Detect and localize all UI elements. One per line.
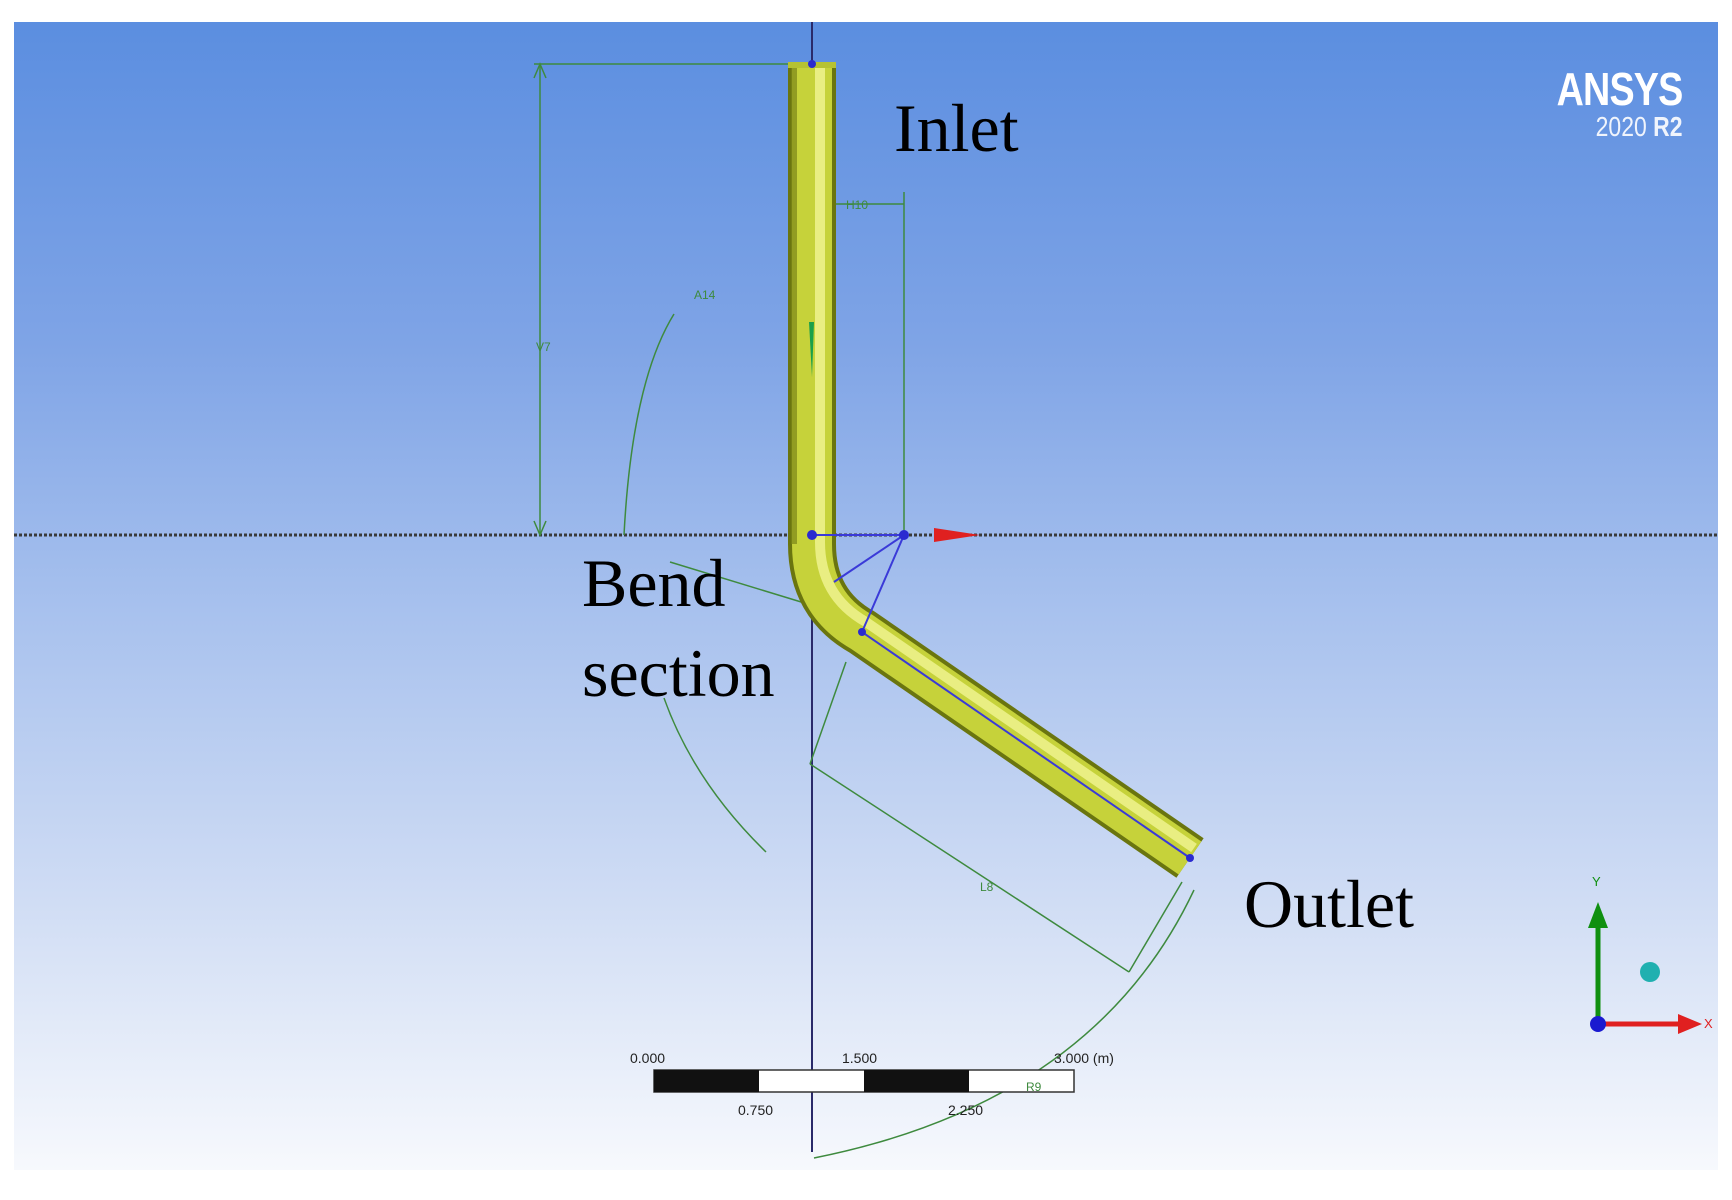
scale-tick-2250: 2.250: [948, 1102, 984, 1118]
coordinate-triad: [1588, 902, 1702, 1034]
ansys-version-year: 2020: [1595, 111, 1647, 142]
dimension-a14[interactable]: A14: [694, 288, 716, 302]
model-scene[interactable]: [14, 22, 1718, 1170]
bend-label-line1: Bend: [582, 545, 726, 621]
sketch-construction: [814, 534, 1191, 859]
inlet-label: Inlet: [894, 90, 1019, 166]
pipe-geometry[interactable]: [788, 62, 1204, 878]
dimension-r9[interactable]: R9: [1026, 1080, 1042, 1094]
flow-direction-marker: [809, 322, 814, 377]
ansys-brand-text: ANSYS: [1556, 63, 1683, 115]
ansys-logo: ANSYS 2020 R2: [1529, 63, 1683, 143]
scale-tick-0750: 0.750: [738, 1102, 774, 1118]
ansys-version-release: R2: [1652, 111, 1682, 142]
outlet-label: Outlet: [1244, 866, 1414, 942]
ansys-version: 2020 R2: [1556, 111, 1682, 143]
scale-tick-1500: 1.500: [842, 1050, 878, 1066]
triad-x-label: X: [1704, 1016, 1713, 1031]
graphics-viewport[interactable]: V7 H10 A14 L8 R9 Inlet Bend section Outl…: [14, 22, 1718, 1170]
dimension-v7[interactable]: V7: [536, 340, 551, 354]
red-axis-arrow: [934, 528, 980, 542]
scale-tick-0: 0.000: [630, 1050, 666, 1066]
sketch-points[interactable]: [807, 60, 1194, 862]
triad-y-label: Y: [1592, 874, 1601, 889]
scale-tick-3000: 3.000 (m): [1054, 1050, 1114, 1066]
bend-section-label: Bend section: [582, 538, 775, 718]
bend-label-line2: section: [582, 635, 775, 711]
dimension-l8[interactable]: L8: [980, 880, 994, 894]
dimension-annotations: [533, 62, 1195, 1159]
dimension-h10[interactable]: H10: [846, 198, 869, 212]
scale-bar: [653, 1069, 1075, 1093]
